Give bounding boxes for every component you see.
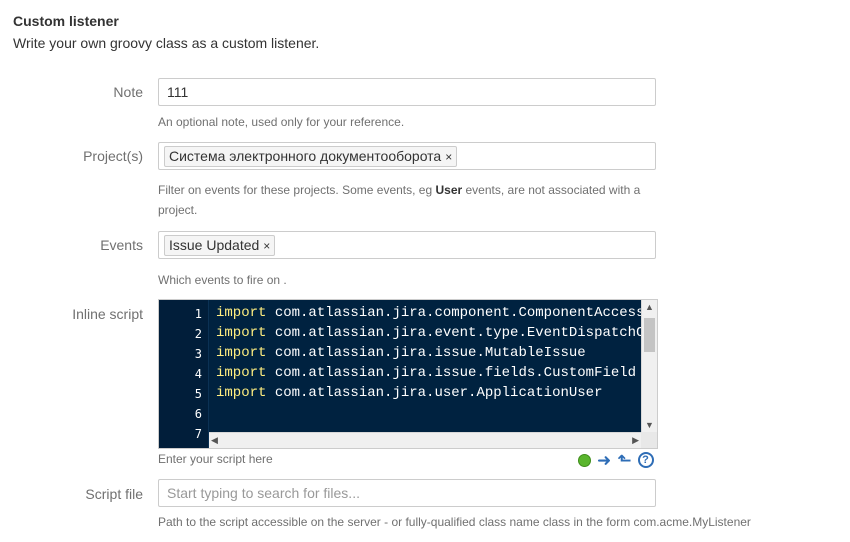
inline-script-label: Inline script: [72, 306, 143, 322]
projects-label: Project(s): [83, 148, 143, 164]
event-tag-label: Issue Updated: [169, 237, 260, 253]
code-line: import com.atlassian.jira.event.type.Eve…: [216, 325, 658, 341]
note-input-value: 111: [167, 84, 189, 100]
project-tag-label: Система электронного документооборота: [169, 148, 442, 164]
editor-horizontal-scrollbar[interactable]: ◀ ▶: [209, 432, 641, 448]
green-dot-icon[interactable]: [578, 453, 591, 467]
page-subtitle: Write your own groovy class as a custom …: [13, 35, 320, 51]
arrow-up-icon[interactable]: ⬑: [617, 450, 632, 470]
projects-input[interactable]: Система электронного документооборота×: [158, 142, 656, 170]
scrollbar-corner: [641, 432, 657, 448]
project-tag: Система электронного документооборота×: [164, 146, 458, 167]
code-line: import com.atlassian.jira.issue.fields.C…: [216, 365, 637, 381]
line-number: 2: [194, 327, 202, 341]
line-number: 1: [194, 307, 202, 321]
editor-vertical-scrollbar[interactable]: ▲ ▼: [641, 300, 657, 432]
events-label: Events: [100, 237, 143, 253]
script-file-input[interactable]: Start typing to search for files...: [158, 479, 656, 507]
page-title: Custom listener: [13, 13, 119, 29]
line-number-gutter: 1 2 3 4 5 6 7: [159, 300, 209, 448]
line-number: 6: [194, 407, 202, 421]
events-input[interactable]: Issue Updated×: [158, 231, 656, 259]
script-file-placeholder: Start typing to search for files...: [167, 485, 360, 501]
note-label: Note: [113, 84, 143, 100]
remove-event-tag-icon[interactable]: ×: [263, 239, 271, 253]
code-line: import com.atlassian.jira.issue.MutableI…: [216, 345, 586, 361]
remove-project-tag-icon[interactable]: ×: [445, 150, 453, 164]
scroll-left-arrow-icon[interactable]: ◀: [211, 435, 218, 445]
code-editor[interactable]: 1 2 3 4 5 6 7 import com.atlassian.jira.…: [158, 299, 658, 449]
scroll-right-arrow-icon[interactable]: ▶: [632, 435, 639, 445]
scroll-down-arrow-icon[interactable]: ▼: [645, 420, 654, 430]
inline-script-help: Enter your script here: [158, 452, 273, 466]
line-number: 7: [194, 427, 202, 441]
script-file-label: Script file: [85, 486, 143, 502]
line-number: 4: [194, 367, 202, 381]
code-line: import com.atlassian.jira.user.Applicati…: [216, 385, 603, 401]
scroll-up-arrow-icon[interactable]: ▲: [645, 302, 654, 312]
editor-toolbar: ➜ ⬑ ?: [578, 451, 654, 469]
note-help: An optional note, used only for your ref…: [158, 115, 405, 129]
line-number: 3: [194, 347, 202, 361]
script-file-help: Path to the script accessible on the ser…: [158, 515, 751, 529]
note-input[interactable]: 111: [158, 78, 656, 106]
event-tag: Issue Updated×: [164, 235, 276, 256]
line-number: 5: [194, 387, 202, 401]
projects-help: Filter on events for these projects. Som…: [158, 183, 641, 217]
events-help: Which events to fire on .: [158, 273, 287, 287]
arrow-right-icon[interactable]: ➜: [597, 450, 612, 470]
scroll-thumb[interactable]: [644, 318, 655, 352]
code-line: import com.atlassian.jira.component.Comp…: [216, 305, 658, 321]
question-circle-icon[interactable]: ?: [637, 452, 654, 468]
